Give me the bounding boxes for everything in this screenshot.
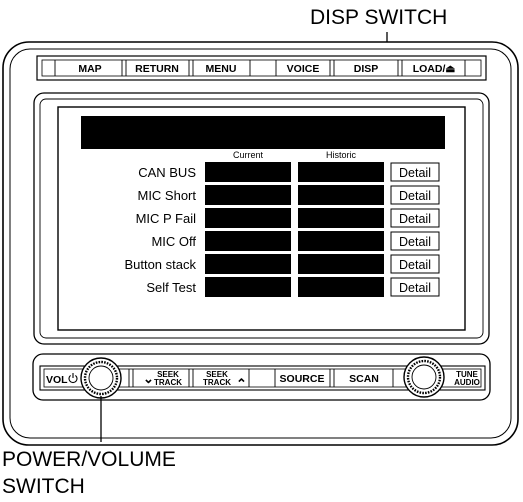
diagnostic-row-self-test: Self Test Detail <box>146 277 440 297</box>
historic-column-header: Historic <box>326 150 357 160</box>
historic-value-cell <box>298 254 384 274</box>
row-label: Button stack <box>124 257 196 272</box>
historic-value-cell <box>298 231 384 251</box>
row-label: Self Test <box>146 280 196 295</box>
screen-housing-inner <box>39 98 484 339</box>
detail-button-label: Detail <box>399 166 431 180</box>
scan-button[interactable]: SCAN <box>349 373 379 385</box>
load-eject-button[interactable]: LOAD/⏏ <box>413 63 457 75</box>
screen-title-bar <box>81 116 445 149</box>
detail-button-label: Detail <box>399 258 431 272</box>
tune-label: TUNE <box>456 370 478 379</box>
historic-value-cell <box>298 185 384 205</box>
bottom-button-strip-inner <box>43 368 482 388</box>
detail-button[interactable] <box>390 231 440 251</box>
row-label: CAN BUS <box>138 165 196 180</box>
map-button[interactable]: MAP <box>78 63 101 75</box>
historic-value-cell <box>298 208 384 228</box>
current-value-cell <box>205 162 291 182</box>
power-volume-knob[interactable] <box>80 357 122 399</box>
menu-button[interactable]: MENU <box>206 63 237 75</box>
diagnostic-row-mic-p-fail: MIC P Fail Detail <box>136 208 440 228</box>
power-volume-callout-line2: SWITCH <box>2 475 85 498</box>
historic-value-cell <box>298 162 384 182</box>
current-value-cell <box>205 254 291 274</box>
current-value-cell <box>205 208 291 228</box>
audio-label: AUDIO <box>454 378 480 387</box>
diagnostic-row-mic-short: MIC Short Detail <box>137 185 440 205</box>
historic-value-cell <box>298 277 384 297</box>
diagnostic-row-mic-off: MIC Off Detail <box>151 231 440 251</box>
tune-audio-knob[interactable] <box>403 356 445 398</box>
seek-down-arrow-icon: ⌄ <box>143 371 154 386</box>
top-button-strip-inner <box>41 59 482 77</box>
voice-button[interactable]: VOICE <box>287 63 320 75</box>
seek-down-label-bottom[interactable]: TRACK <box>154 378 182 387</box>
current-column-header: Current <box>233 150 264 160</box>
seek-up-arrow-icon: ⌃ <box>236 376 247 391</box>
detail-button-label: Detail <box>399 189 431 203</box>
outer-bezel-inner-edge <box>9 48 512 439</box>
row-label: MIC Short <box>137 188 196 203</box>
disp-switch-callout: DISP SWITCH <box>310 6 447 29</box>
return-button[interactable]: RETURN <box>135 63 179 75</box>
row-label: MIC P Fail <box>136 211 197 226</box>
detail-button[interactable] <box>390 185 440 205</box>
seek-up-label-bottom[interactable]: TRACK <box>203 378 231 387</box>
row-label: MIC Off <box>151 234 196 249</box>
diagnostic-row-button-stack: Button stack Detail <box>124 254 440 274</box>
bottom-button-dividers <box>128 369 394 387</box>
current-value-cell <box>205 185 291 205</box>
detail-button[interactable] <box>390 277 440 297</box>
detail-button-label: Detail <box>399 235 431 249</box>
detail-button-label: Detail <box>399 281 431 295</box>
top-button-dividers <box>54 60 466 76</box>
detail-button[interactable] <box>390 208 440 228</box>
detail-button-label: Detail <box>399 212 431 226</box>
current-value-cell <box>205 277 291 297</box>
disp-button[interactable]: DISP <box>354 63 379 75</box>
power-icon <box>68 373 78 384</box>
seek-down-label-top[interactable]: SEEK <box>157 370 179 379</box>
vol-label: VOL <box>46 374 68 386</box>
current-value-cell <box>205 231 291 251</box>
source-button[interactable]: SOURCE <box>280 373 325 385</box>
detail-button[interactable] <box>390 162 440 182</box>
seek-up-label-top[interactable]: SEEK <box>206 370 228 379</box>
diagnostic-row-can-bus: CAN BUS Detail <box>138 162 440 182</box>
detail-button[interactable] <box>390 254 440 274</box>
power-volume-callout-line1: POWER/VOLUME <box>2 448 176 471</box>
